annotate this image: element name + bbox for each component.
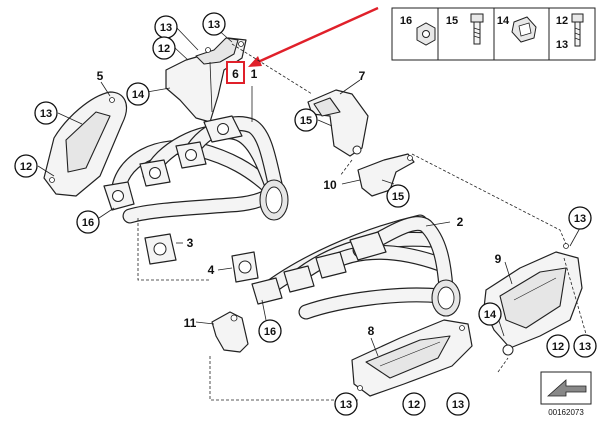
label-part-4: 4 xyxy=(208,263,215,277)
lower-heat-shield xyxy=(351,319,473,397)
svg-text:14: 14 xyxy=(132,89,145,101)
direction-arrow-icon xyxy=(546,379,587,397)
legend-label-clip: 14 xyxy=(497,15,510,27)
svg-text:13: 13 xyxy=(452,399,464,411)
svg-text:15: 15 xyxy=(392,191,404,203)
reference-number: 00162073 xyxy=(548,408,584,417)
callout-14-top: 14 xyxy=(126,82,150,106)
svg-text:13: 13 xyxy=(208,19,220,31)
svg-text:14: 14 xyxy=(484,309,497,321)
svg-text:16: 16 xyxy=(82,217,94,229)
svg-text:13: 13 xyxy=(574,213,586,225)
svg-text:12: 12 xyxy=(408,399,420,411)
svg-text:12: 12 xyxy=(20,161,32,173)
gasket-rear xyxy=(231,251,259,283)
callout-14-right: 14 xyxy=(478,302,502,326)
label-part-3: 3 xyxy=(187,236,194,250)
support-bracket-10 xyxy=(357,153,415,197)
callout-16-manifold: 16 xyxy=(258,319,282,343)
label-part-1: 1 xyxy=(251,67,258,81)
label-part-7: 7 xyxy=(359,69,366,83)
right-heat-shield xyxy=(483,243,583,356)
support-bracket-11 xyxy=(211,311,249,353)
label-part-10: 10 xyxy=(323,178,337,192)
callout-12-left: 12 xyxy=(14,154,38,178)
callout-13-bottom-left: 13 xyxy=(334,392,358,416)
stud-bolt-icon xyxy=(571,13,584,47)
exhaust-manifold-rear xyxy=(251,214,461,320)
svg-text:13: 13 xyxy=(160,22,172,34)
svg-text:12: 12 xyxy=(158,43,170,55)
callout-13-top-right: 13 xyxy=(202,12,226,36)
legend-label-bolt-15: 15 xyxy=(446,15,458,27)
legend-label-nut: 16 xyxy=(400,15,412,27)
highlight-arrow xyxy=(248,6,379,67)
label-part-9: 9 xyxy=(495,252,502,266)
svg-text:12: 12 xyxy=(552,341,564,353)
svg-text:13: 13 xyxy=(340,399,352,411)
svg-text:15: 15 xyxy=(300,115,312,127)
svg-text:6: 6 xyxy=(232,67,239,81)
assembly-lines xyxy=(137,43,587,401)
exhaust-manifold-front xyxy=(103,115,289,224)
callout-15-bracket7: 15 xyxy=(294,108,318,132)
diagram-reference-badge: 00162073 xyxy=(540,371,592,417)
callout-13-top-left: 13 xyxy=(154,15,178,39)
callout-16-left: 16 xyxy=(76,210,100,234)
upper-heat-shield xyxy=(165,37,247,123)
label-part-5: 5 xyxy=(97,69,104,83)
fastener-legend: 16 15 14 12 13 xyxy=(391,7,596,61)
callout-12-top: 12 xyxy=(152,36,176,60)
callout-13-left: 13 xyxy=(34,101,58,125)
label-part-8: 8 xyxy=(368,324,375,338)
label-part-2: 2 xyxy=(457,215,464,229)
spring-clip-icon xyxy=(511,16,537,43)
callout-13-right-bottom: 13 xyxy=(573,334,597,358)
hex-bolt-icon xyxy=(470,13,484,45)
hex-nut-icon xyxy=(416,22,436,46)
callout-13-bottom-right: 13 xyxy=(446,392,470,416)
callout-15-bracket10: 15 xyxy=(386,184,410,208)
label-part-11: 11 xyxy=(184,316,197,330)
legend-label-bolt-13: 13 xyxy=(556,39,568,51)
callout-6-highlighted: 6 xyxy=(226,61,245,84)
callout-13-right-top: 13 xyxy=(568,206,592,230)
svg-text:16: 16 xyxy=(264,326,276,338)
support-bracket-7 xyxy=(307,89,369,157)
legend-label-bolt-12: 12 xyxy=(556,15,568,27)
left-heat-shield xyxy=(43,91,127,197)
svg-text:13: 13 xyxy=(40,108,52,120)
callout-12-bottom: 12 xyxy=(402,392,426,416)
callout-12-right: 12 xyxy=(546,334,570,358)
gasket-front xyxy=(144,233,177,265)
svg-text:13: 13 xyxy=(579,341,591,353)
